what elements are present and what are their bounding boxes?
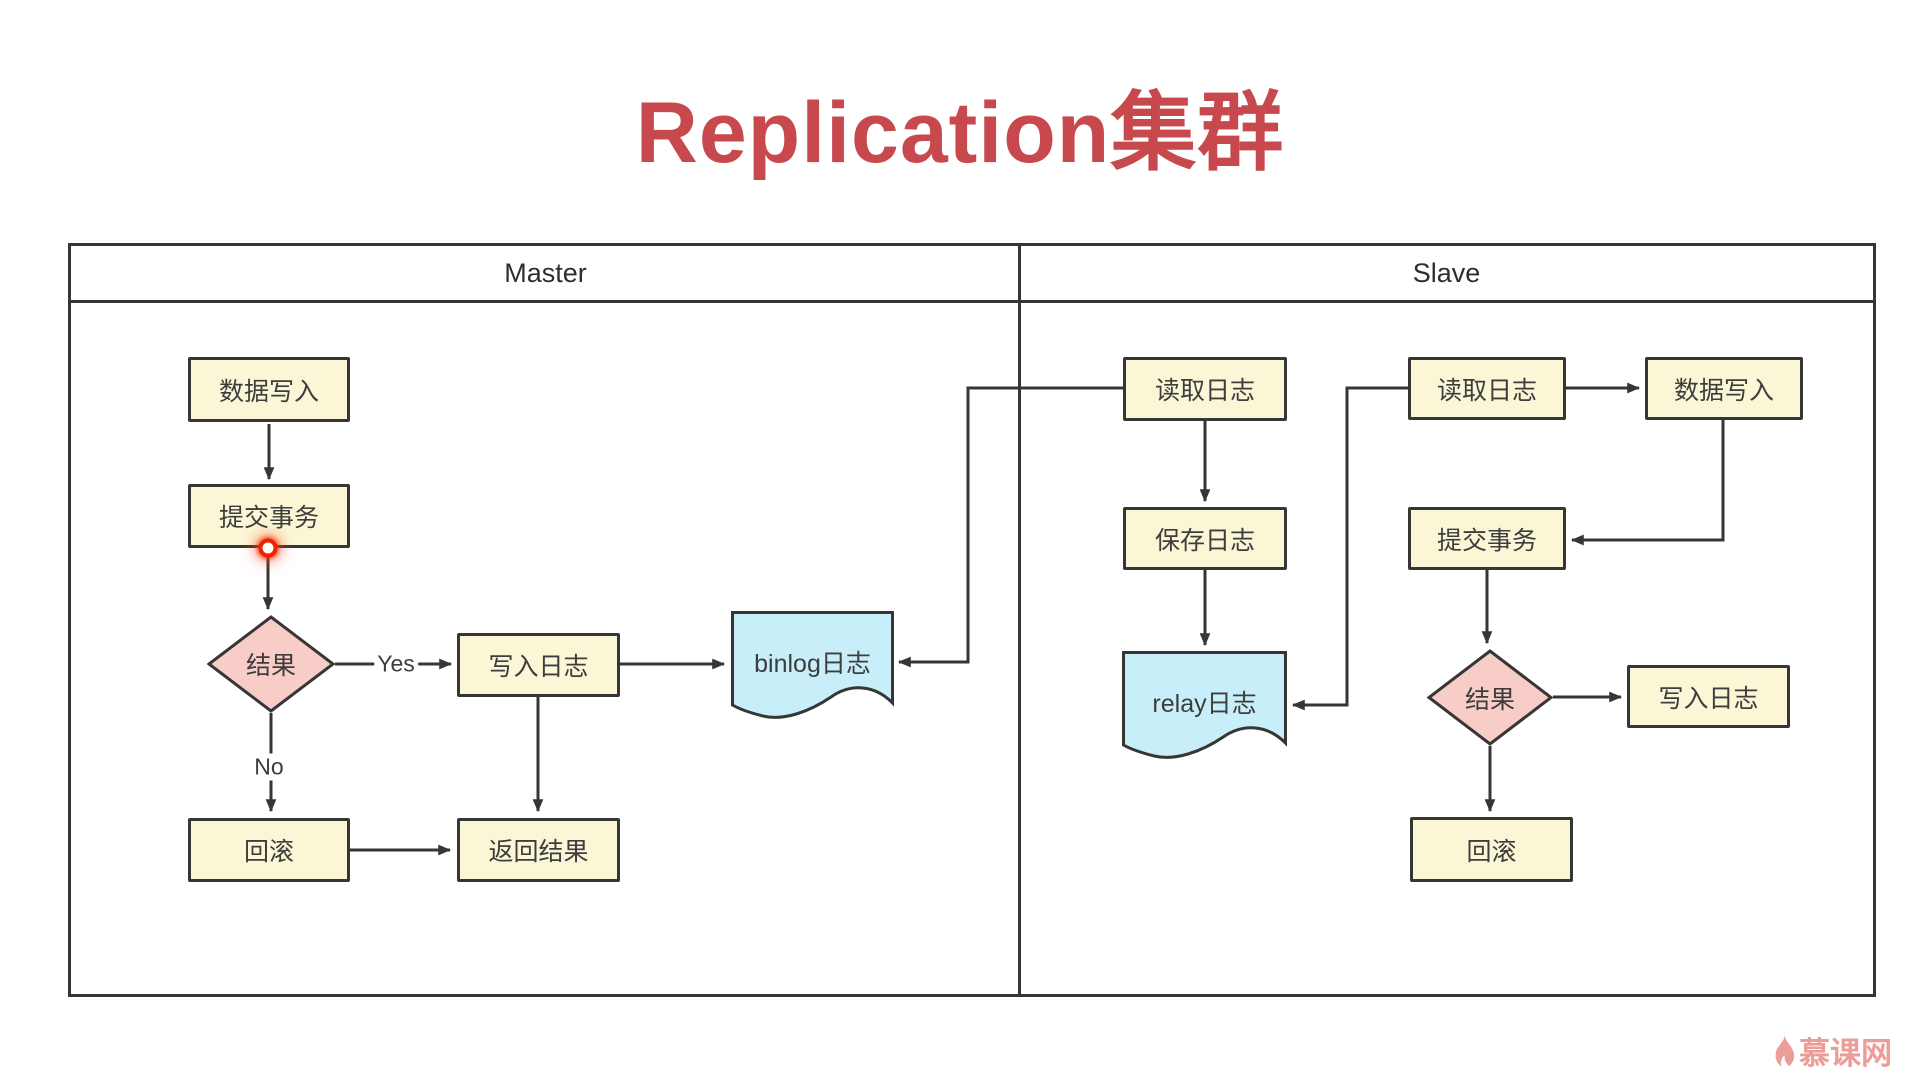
edge-label-no: No xyxy=(251,753,287,781)
pointer-highlight-dot xyxy=(258,538,278,558)
lane-divider xyxy=(1018,246,1021,994)
node-master-write-log: 写入日志 xyxy=(457,633,620,697)
node-master-result: 结果 xyxy=(207,615,335,713)
node-slave-read-log-sql: 读取日志 xyxy=(1408,357,1566,420)
lane-header-slave: Slave xyxy=(1412,257,1481,288)
node-slave-commit: 提交事务 xyxy=(1408,507,1566,570)
node-slave-result: 结果 xyxy=(1427,649,1553,746)
node-master-return-result: 返回结果 xyxy=(457,818,620,882)
page-title: Replication集群 xyxy=(635,85,1285,181)
edge-label-yes: Yes xyxy=(374,650,418,678)
node-master-commit: 提交事务 xyxy=(188,484,350,548)
node-slave-relay-log: relay日志 xyxy=(1122,651,1287,763)
node-slave-save-log: 保存日志 xyxy=(1123,507,1287,570)
pool-header: Master Slave xyxy=(71,246,1873,303)
node-slave-rollback: 回滚 xyxy=(1410,817,1573,882)
imooc-flame-icon xyxy=(1775,1031,1795,1067)
node-master-binlog: binlog日志 xyxy=(731,611,894,723)
node-master-data-write: 数据写入 xyxy=(188,357,350,422)
node-slave-read-log-io: 读取日志 xyxy=(1123,357,1287,421)
node-master-rollback: 回滚 xyxy=(188,818,350,882)
lane-header-master: Master xyxy=(504,257,587,288)
node-slave-write-log: 写入日志 xyxy=(1627,665,1790,728)
node-slave-data-write: 数据写入 xyxy=(1645,357,1803,420)
imooc-watermark-text: 慕课网 xyxy=(1799,1036,1892,1071)
imooc-watermark: 慕课网 xyxy=(1768,1028,1892,1073)
